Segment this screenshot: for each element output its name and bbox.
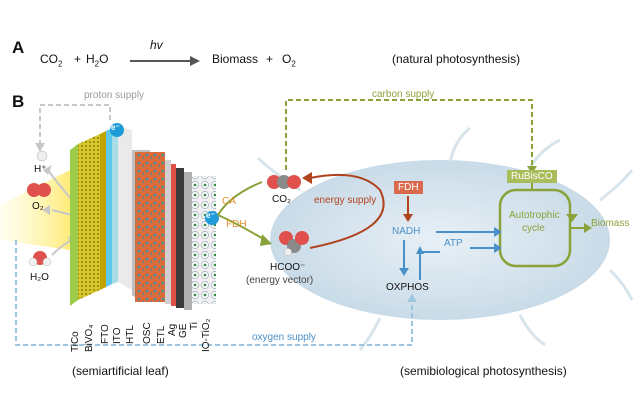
product-o2: O2 bbox=[282, 52, 296, 69]
rubisco-box: RuBisCO bbox=[507, 170, 557, 183]
nadh-label: NADH bbox=[392, 226, 421, 237]
carbon-supply-label: carbon supply bbox=[372, 89, 435, 100]
biomass-label: Biomass bbox=[591, 218, 630, 229]
co2-label: CO₂ bbox=[272, 194, 291, 205]
panel-a-letter: A bbox=[12, 38, 25, 57]
plus-sign-1: + bbox=[74, 52, 82, 66]
leaf-stack bbox=[70, 126, 216, 310]
layer-label-ge: GE bbox=[178, 323, 189, 338]
panel-b-letter: B bbox=[12, 92, 25, 111]
layer-label-tico: TiCo bbox=[70, 331, 81, 352]
reactant-co2: CO2 bbox=[40, 52, 63, 69]
autotrophic-label: Autotrophic bbox=[509, 210, 560, 221]
layer-label-osc: OSC bbox=[142, 322, 153, 344]
layer-label-bivo4: BiVO₄ bbox=[84, 324, 95, 352]
layer-label-io-tio2: IO-TiO₂ bbox=[201, 318, 212, 352]
electron-label-2: e⁻ bbox=[206, 211, 215, 220]
layer-label-htl: HTL bbox=[125, 325, 136, 344]
proton-supply-label: proton supply bbox=[84, 90, 145, 101]
fdh-cell-box: FDH bbox=[394, 181, 423, 194]
energy-supply-label: energy supply bbox=[314, 195, 377, 206]
layer-label-fto: FTO bbox=[100, 324, 111, 344]
energy-vector-label: (energy vector) bbox=[246, 275, 314, 286]
reaction-arrow bbox=[130, 56, 200, 66]
reactant-h2o: H2O bbox=[86, 52, 109, 69]
product-biomass: Biomass bbox=[212, 52, 259, 66]
o2-label: O₂ bbox=[32, 201, 44, 212]
hv-label: hv bbox=[150, 38, 163, 52]
plus-sign-2: + bbox=[266, 52, 274, 66]
electron-label-1: e⁻ bbox=[111, 123, 120, 132]
h2o-label: H₂O bbox=[30, 272, 49, 283]
layer-label-ito: ITO bbox=[112, 327, 123, 344]
layer-label-ag: Ag bbox=[167, 323, 178, 336]
cycle-label: cycle bbox=[522, 223, 545, 234]
ca-label: CA bbox=[222, 196, 236, 207]
oxygen-supply-label: oxygen supply bbox=[252, 332, 316, 343]
semiartificial-leaf-caption: (semiartificial leaf) bbox=[72, 364, 169, 378]
h-plus-label: H⁺ bbox=[34, 164, 47, 175]
oxphos-label: OXPHOS bbox=[386, 282, 429, 293]
fdh-left-label: FDH bbox=[226, 219, 247, 230]
layer-label-etl: ETL bbox=[156, 325, 167, 344]
semibiological-caption: (semibiological photosynthesis) bbox=[400, 364, 567, 378]
atp-label: ATP bbox=[444, 238, 463, 249]
hcoo-label: HCOO⁻ bbox=[270, 262, 306, 273]
layer-label-ti: Ti bbox=[189, 322, 200, 330]
natural-photosynthesis-caption: (natural photosynthesis) bbox=[392, 52, 521, 66]
